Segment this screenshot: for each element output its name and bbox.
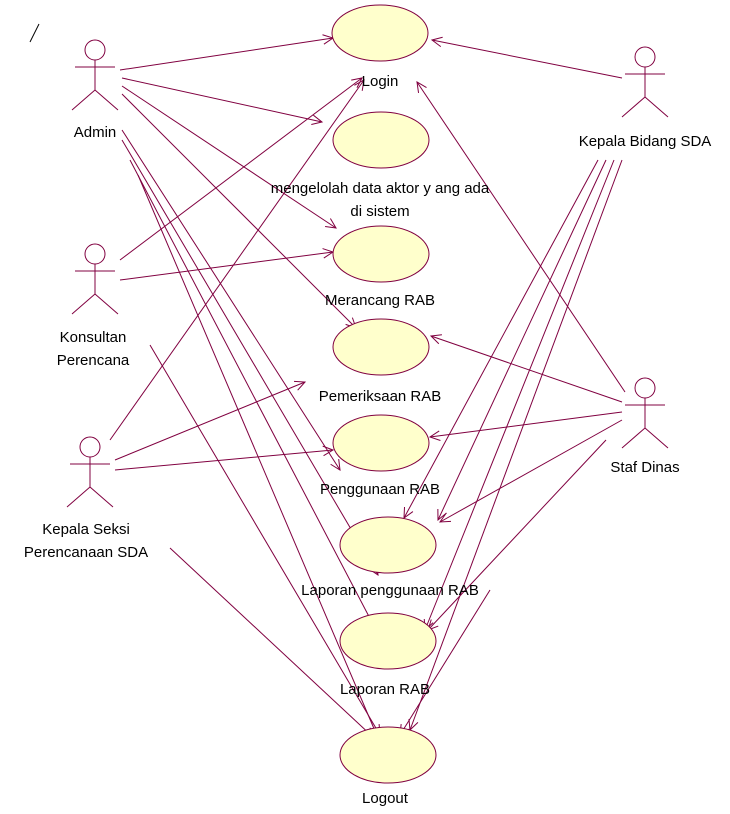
konsultan-name-line2: Perencana	[56, 352, 130, 370]
usecase-logout[interactable]	[339, 726, 437, 784]
usecase-pemeriksaan-rab[interactable]	[332, 318, 430, 376]
actor-konsultan-label: Konsultan Perencana	[38, 326, 148, 373]
usecase-penggunaan-label: Penggunaan RAB	[295, 478, 465, 501]
association-line	[114, 445, 335, 471]
association-line	[403, 159, 599, 520]
usecase-laporan-penggunaan-rab[interactable]	[339, 516, 437, 574]
association-line	[121, 85, 337, 229]
mengelolah-text-line2: di sistem	[350, 203, 410, 221]
actor-staf-dinas-label: Staf Dinas	[590, 456, 700, 479]
association-line	[428, 411, 623, 441]
usecase-mengelolah-data-aktor[interactable]	[332, 111, 430, 169]
kepala-bidang-name: Kepala Bidang SDA	[578, 133, 712, 150]
actor-kepala-seksi-label: Kepala Seksi Perencanaan SDA	[0, 518, 172, 565]
usecase-merancang-label: Merancang RAB	[300, 289, 460, 312]
kepala-seksi-name-line2: Perencanaan SDA	[23, 544, 149, 562]
actor-kepala-bidang-figure[interactable]	[621, 46, 669, 118]
actor-admin-label: Admin	[55, 121, 135, 144]
association-line	[416, 81, 626, 393]
usecase-penggunaan-rab[interactable]	[332, 414, 430, 472]
association-line	[119, 34, 335, 71]
usecase-merancang-rab[interactable]	[332, 225, 430, 283]
kepala-seksi-name-line1: Kepala Seksi	[42, 521, 130, 538]
association-line	[438, 419, 623, 523]
actor-staf-dinas-figure[interactable]	[621, 377, 669, 449]
association-line	[121, 129, 341, 471]
actor-admin-figure[interactable]	[71, 39, 119, 111]
merancang-text: Merancang RAB	[324, 292, 436, 309]
logout-text: Logout	[362, 790, 408, 807]
penggunaan-text: Penggunaan RAB	[319, 481, 441, 498]
usecase-laporan-penggunaan-label: Laporan penggunaan RAB	[270, 579, 510, 602]
mengelolah-text-line1: mengelolah data aktor y ang ada	[270, 180, 490, 197]
association-line	[408, 159, 623, 732]
pemeriksaan-text: Pemeriksaan RAB	[318, 388, 442, 405]
actor-kepala-bidang-label: Kepala Bidang SDA	[560, 130, 730, 153]
laporan-text: Laporan RAB	[339, 681, 431, 698]
association-line	[119, 77, 363, 261]
stray-mark	[29, 23, 40, 43]
konsultan-name-line1: Konsultan	[59, 329, 127, 346]
actor-konsultan-figure[interactable]	[71, 243, 119, 315]
usecase-laporan-rab[interactable]	[339, 612, 437, 670]
usecase-login-label: Login	[340, 70, 420, 93]
association-line	[109, 79, 365, 441]
usecase-mengelolah-label: mengelolah data aktor y ang ada di siste…	[230, 177, 530, 224]
login-text: Login	[361, 73, 399, 90]
usecase-logout-label: Logout	[340, 787, 430, 810]
admin-name: Admin	[73, 124, 117, 141]
laporan-penggunaan-text: Laporan penggunaan RAB	[301, 582, 479, 599]
staf-dinas-name: Staf Dinas	[610, 459, 680, 476]
usecase-pemeriksaan-label: Pemeriksaan RAB	[290, 385, 470, 408]
association-line	[437, 159, 607, 522]
usecase-laporan-label: Laporan RAB	[320, 678, 450, 701]
association-line	[121, 77, 324, 126]
association-line	[114, 380, 307, 461]
usecase-login[interactable]	[331, 4, 429, 62]
actor-kepala-seksi-figure[interactable]	[66, 436, 114, 508]
association-line	[430, 36, 623, 79]
associations	[109, 34, 626, 740]
association-line	[429, 334, 623, 403]
